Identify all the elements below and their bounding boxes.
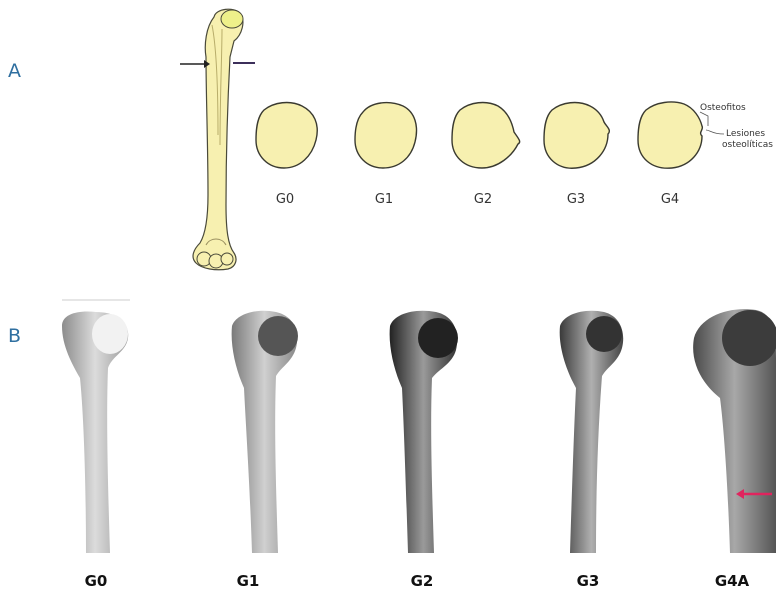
cross-section-g2 xyxy=(446,98,526,178)
cross-section-g1 xyxy=(349,98,424,178)
specimen-label-g2: G2 xyxy=(382,572,462,590)
section-line xyxy=(233,61,257,65)
panel-a-label: A xyxy=(8,60,21,82)
lesions-label-line1: Lesiones xyxy=(726,129,765,140)
grade-label-g3: G3 xyxy=(546,192,606,207)
osteophytes-label: Osteofitos xyxy=(700,103,746,114)
specimen-photos xyxy=(0,298,776,558)
specimen-label-g0: G0 xyxy=(56,572,136,590)
grade-label-g1: G1 xyxy=(354,192,414,207)
grade-label-g4: G4 xyxy=(640,192,700,207)
grade-label-g0: G0 xyxy=(255,192,315,207)
specimen-label-g3: G3 xyxy=(548,572,628,590)
arrow-right-icon xyxy=(180,59,210,69)
grade-label-g2: G2 xyxy=(453,192,513,207)
specimen-label-g1: G1 xyxy=(208,572,288,590)
cross-section-g3 xyxy=(538,98,618,178)
lesions-label-line2: osteolíticas xyxy=(722,140,773,151)
cross-section-g0 xyxy=(250,98,325,178)
specimen-label-g4a: G4A xyxy=(692,572,772,590)
